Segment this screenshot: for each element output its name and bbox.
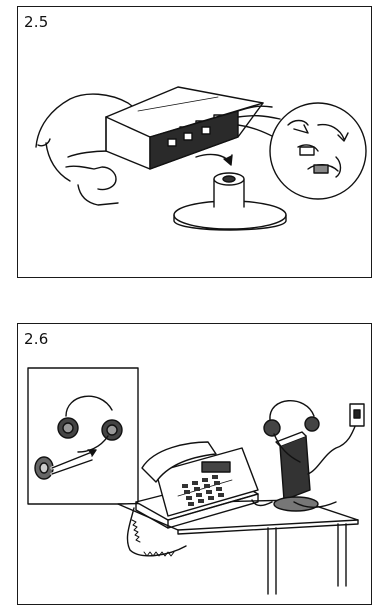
base-station-illustration xyxy=(18,7,373,279)
desk-setup-illustration xyxy=(18,324,373,606)
figure-panel-2-5: 2.5 xyxy=(17,6,372,278)
figure-panel-2-6: 2.6 xyxy=(17,323,372,605)
